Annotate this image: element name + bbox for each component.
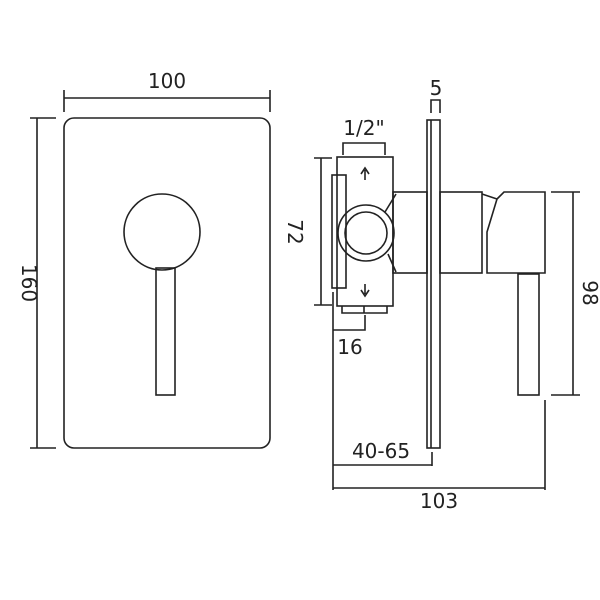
- offset-dimension: 16: [333, 315, 366, 359]
- svg-text:16: 16: [337, 335, 362, 359]
- valve-bore: [344, 211, 388, 255]
- valve-ring: [337, 204, 395, 262]
- svg-text:100: 100: [148, 69, 186, 93]
- svg-text:98: 98: [578, 280, 600, 305]
- side-plate: [426, 119, 441, 449]
- handle-hub: [123, 193, 201, 271]
- cover-plate: [63, 117, 271, 449]
- body-front: [439, 191, 483, 274]
- svg-text:1/2": 1/2": [343, 116, 384, 140]
- handle-block: [481, 191, 546, 274]
- height-dimension: 160: [17, 117, 56, 449]
- lever-handle: [155, 267, 176, 396]
- arrow-up-icon: [360, 166, 370, 180]
- lever-height-dimension: 98: [551, 191, 600, 396]
- inlet-dimension: 1/2": [342, 116, 386, 155]
- plate-thickness-dimension: 5: [430, 76, 443, 113]
- svg-text:160: 160: [17, 264, 41, 302]
- total-depth-dimension: 103: [333, 400, 546, 513]
- depth-range-dimension: 40-65: [332, 292, 433, 490]
- svg-text:103: 103: [420, 489, 458, 513]
- svg-text:72: 72: [283, 219, 307, 244]
- svg-text:5: 5: [430, 76, 443, 100]
- side-lever: [517, 273, 540, 396]
- body-height-dimension: 72: [283, 157, 332, 306]
- mounting-bracket: [331, 174, 347, 289]
- arrow-down-icon: [360, 284, 370, 298]
- side-view: [331, 119, 546, 449]
- body-rear: [392, 191, 428, 274]
- width-dimension: 100: [63, 69, 271, 112]
- valve-body: [336, 156, 394, 307]
- front-view: [63, 117, 271, 449]
- svg-text:40-65: 40-65: [352, 439, 410, 463]
